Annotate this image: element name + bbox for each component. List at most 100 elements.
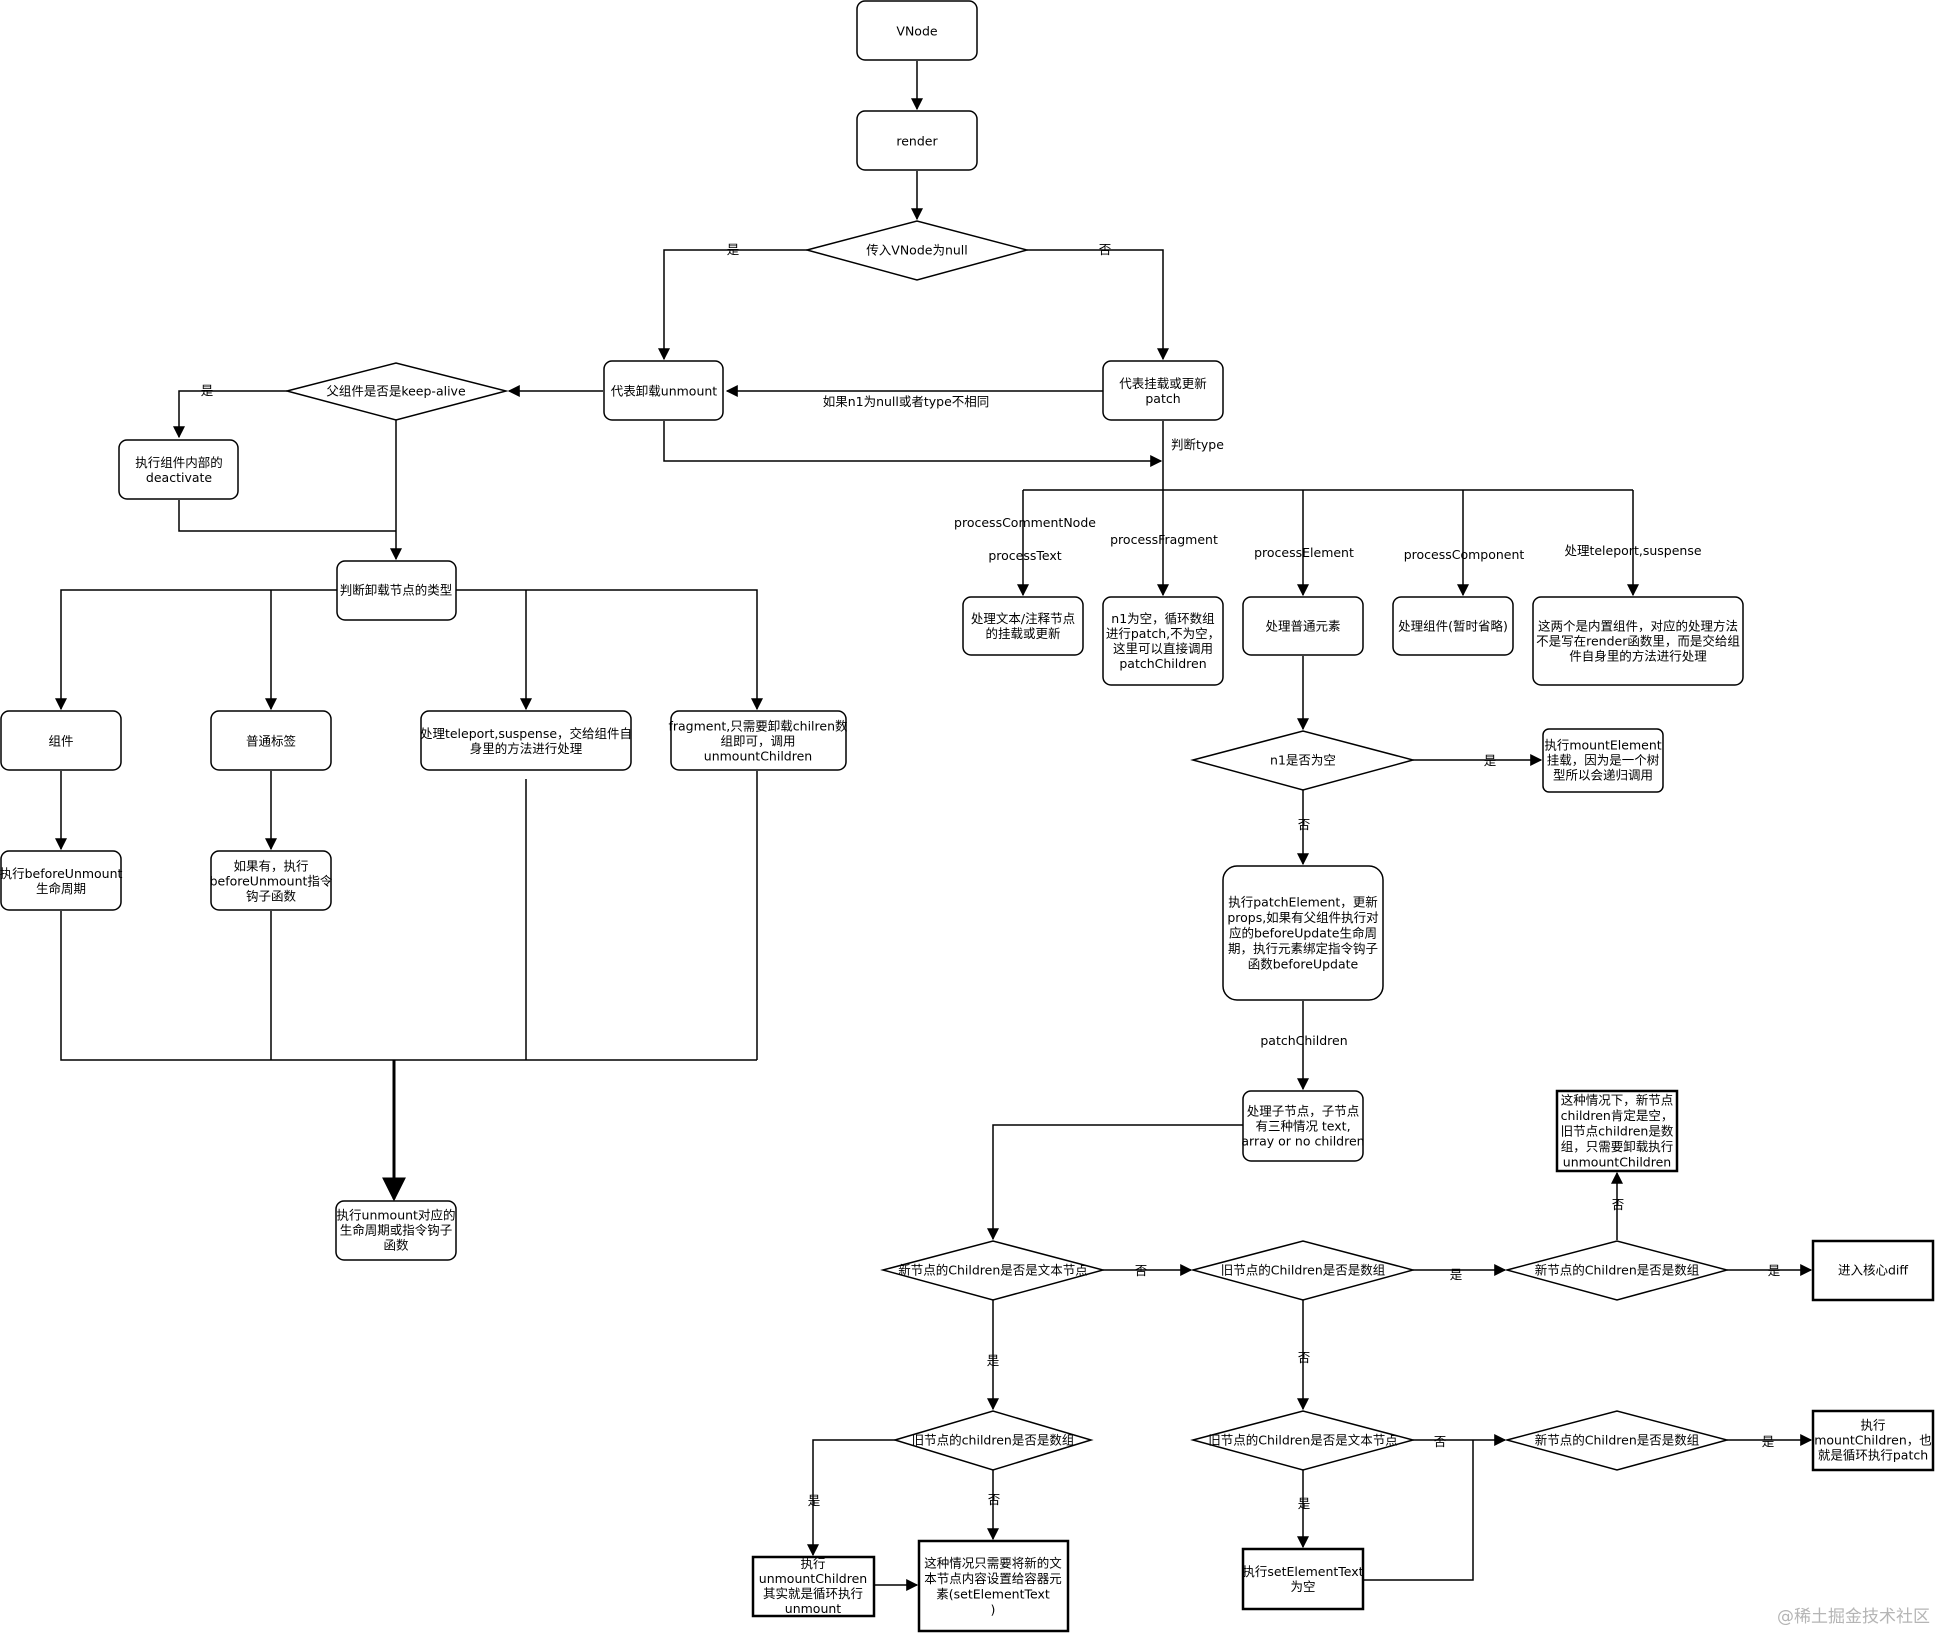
node-text-line: 代表卸载unmount xyxy=(611,384,718,399)
node-vnode-null[interactable] xyxy=(804,220,1030,281)
node-text-children: 处理子节点，子节点有三种情况 text,array or no children xyxy=(1241,1104,1364,1149)
edge-type-bus xyxy=(55,589,337,711)
node-text-line: 组即可，调用 xyxy=(720,734,795,749)
node-vnode[interactable] xyxy=(856,0,978,61)
node-old-array-1[interactable] xyxy=(1190,1240,1416,1301)
node-old-text[interactable] xyxy=(1190,1410,1416,1471)
node-unmount-hooks[interactable] xyxy=(335,1200,457,1261)
node-text-line: 父组件是否是keep-alive xyxy=(326,384,466,399)
node-core-diff[interactable] xyxy=(1811,1239,1935,1302)
node-fragment-patch[interactable] xyxy=(1102,596,1224,686)
node-text-line: patchChildren xyxy=(1119,656,1206,671)
node-text-line: 本节点内容设置给容器元 xyxy=(924,1571,1062,1586)
label-n1-yes: 是 xyxy=(1484,753,1497,768)
node-text-line: 旧节点的Children是否是数组 xyxy=(1221,1263,1386,1278)
node-text-teleport-unmount: 处理teleport,suspense，交给组件自身里的方法进行处理 xyxy=(420,726,632,756)
node-text-line: props,如果有父组件执行对 xyxy=(1227,910,1378,925)
node-patch[interactable] xyxy=(1102,360,1224,421)
label-old-children-yes: 是 xyxy=(808,1493,821,1508)
node-text-n1-null: n1是否为空 xyxy=(1270,753,1336,768)
label-new-array-1-yes: 是 xyxy=(1768,1263,1781,1278)
node-fragment-unmount[interactable] xyxy=(670,710,847,771)
node-children[interactable] xyxy=(1242,1090,1364,1162)
node-keep-alive[interactable] xyxy=(284,362,509,421)
node-builtin[interactable] xyxy=(1532,596,1744,686)
node-unmount-type[interactable] xyxy=(336,560,457,621)
node-text-line: 处理组件(暂时省略) xyxy=(1398,619,1508,634)
node-unmount-children-loop[interactable] xyxy=(751,1555,876,1618)
node-text-line: 应的beforeUpdate生命周 xyxy=(1229,926,1377,941)
node-comp-patch[interactable] xyxy=(1392,596,1514,656)
node-before-unmount[interactable] xyxy=(0,850,122,911)
node-new-text[interactable] xyxy=(880,1240,1106,1301)
node-text-old-children-array: 旧节点的children是否是数组 xyxy=(912,1433,1075,1448)
node-unmount[interactable] xyxy=(603,360,724,421)
node-element[interactable] xyxy=(1242,596,1364,656)
label-type-mismatch: 如果n1为null或者type不相同 xyxy=(823,394,990,409)
node-text-builtin: 这两个是内置组件，对应的处理方法不是写在render函数里，而是交给组件自身里的… xyxy=(1536,619,1740,664)
node-text-line: 执行setElementText xyxy=(1242,1564,1363,1579)
watermark: @稀土掘金技术社区 xyxy=(1777,1607,1930,1627)
node-text-new-array-1: 新节点的Children是否是数组 xyxy=(1535,1263,1700,1278)
node-text-set-element-text: 这种情况只需要将新的文本节点内容设置给容器元素(setElementText) xyxy=(924,1555,1062,1617)
node-before-unmount-directive[interactable] xyxy=(210,850,332,911)
node-render[interactable] xyxy=(856,110,978,171)
node-deactivate[interactable] xyxy=(118,439,239,500)
node-text-vnode: VNode xyxy=(896,24,937,39)
node-text-line: render xyxy=(896,134,938,149)
node-text-line: 旧节点的children是否是数组 xyxy=(912,1433,1075,1448)
node-text-line: 传入VNode为null xyxy=(866,243,967,258)
node-text-line: 执行 xyxy=(1860,1418,1885,1433)
node-new-array-1[interactable] xyxy=(1504,1240,1730,1301)
label-new-text-no: 否 xyxy=(1135,1263,1148,1278)
node-mount-children[interactable] xyxy=(1811,1409,1935,1472)
node-text-unmount-hooks: 执行unmount对应的生命周期或指令钩子函数 xyxy=(337,1208,456,1253)
label-no-1: 否 xyxy=(1099,242,1112,257)
node-set-element-text[interactable] xyxy=(917,1539,1070,1633)
label-old-text-yes: 是 xyxy=(1298,1496,1311,1511)
node-text-line: 执行组件内部的 xyxy=(135,455,223,470)
node-text-line: unmountChildren xyxy=(759,1571,867,1586)
node-patch-element[interactable] xyxy=(1222,865,1384,1001)
node-text-vnode-null: 传入VNode为null xyxy=(866,243,967,258)
node-text-line: 执行mountElement xyxy=(1544,738,1661,753)
node-text-line: children肯定是空， xyxy=(1561,1108,1674,1123)
node-text-line: 期，执行元素绑定指令钩子 xyxy=(1228,941,1378,956)
node-normal-tag[interactable] xyxy=(210,710,332,771)
node-text-core-diff: 进入核心diff xyxy=(1838,1263,1908,1278)
node-unmount-children-box[interactable] xyxy=(1555,1089,1679,1173)
node-text-line: 身里的方法进行处理 xyxy=(470,741,583,756)
node-text-line: 件自身里的方法进行处理 xyxy=(1569,649,1707,664)
node-text-line: n1为空，循环数组 xyxy=(1111,611,1214,626)
node-n1-null[interactable] xyxy=(1190,730,1416,791)
node-old-children-array[interactable] xyxy=(892,1410,1094,1471)
node-set-text-empty[interactable] xyxy=(1241,1547,1365,1611)
node-text-component: 组件 xyxy=(48,734,73,749)
node-text-line: 不是写在render函数里，而是交给组 xyxy=(1536,634,1740,649)
node-mount-element[interactable] xyxy=(1542,728,1664,793)
node-component[interactable] xyxy=(0,710,122,771)
node-text-line: 新节点的Children是否是数组 xyxy=(1535,1263,1700,1278)
node-teleport-unmount[interactable] xyxy=(420,710,632,771)
node-text-text-comment: 处理文本/注释节点的挂载或更新 xyxy=(971,611,1075,641)
edge-unmount-judgetype xyxy=(663,421,1163,467)
label-process-teleport: 处理teleport,suspense xyxy=(1564,543,1701,558)
edge-children-newtext xyxy=(987,1124,1243,1241)
node-text-line: 生命周期 xyxy=(36,881,86,896)
node-text-line: 有三种情况 text, xyxy=(1255,1119,1350,1134)
node-new-array-2[interactable] xyxy=(1504,1410,1730,1471)
label-old-array-yes: 是 xyxy=(1450,1267,1463,1282)
label-new-text-yes: 是 xyxy=(987,1353,1000,1368)
node-text-line: 这里可以直接调用 xyxy=(1113,641,1213,656)
node-text-comment[interactable] xyxy=(962,596,1084,656)
label-old-array-no: 否 xyxy=(1298,1350,1311,1365)
node-text-line: unmountChildren xyxy=(704,749,812,764)
